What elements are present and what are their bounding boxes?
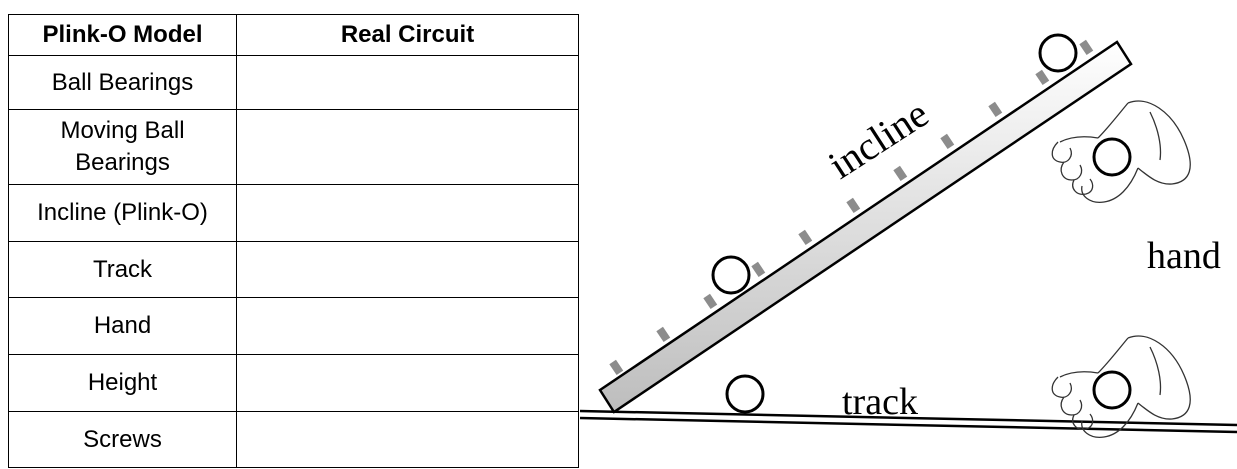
ball-on-incline-top — [1038, 33, 1078, 73]
track-label: track — [842, 381, 918, 423]
header-plink-o-model: Plink-O Model — [8, 14, 237, 56]
table-row: Height — [8, 354, 579, 412]
row-cell-moving-ball-bearings — [236, 109, 579, 185]
row-cell-ball-bearings — [236, 55, 579, 110]
row-cell-height — [236, 354, 579, 412]
row-label-screws: Screws — [8, 411, 237, 468]
row-label-moving-ball-bearings: Moving Ball Bearings — [8, 109, 237, 185]
ball-on-incline-low — [711, 255, 751, 295]
incline-label: incline — [820, 91, 936, 188]
ball-bearings — [711, 33, 1078, 414]
ball-in-hand-lower — [1092, 370, 1132, 410]
table-row: Screws — [8, 411, 579, 468]
row-label-height: Height — [8, 354, 237, 412]
row-cell-track — [236, 241, 579, 298]
hand-icon-upper — [1051, 100, 1191, 203]
incline-board — [598, 40, 1133, 414]
hand-icon-lower — [1051, 335, 1191, 438]
ball-on-track — [725, 374, 765, 414]
mapping-table: Plink-O Model Real Circuit Ball Bearings… — [8, 14, 579, 468]
row-label-track: Track — [8, 241, 237, 298]
row-cell-hand — [236, 297, 579, 355]
table-row: Ball Bearings — [8, 55, 579, 110]
plink-o-diagram: incline track hand — [579, 33, 1237, 438]
row-label-incline: Incline (Plink-O) — [8, 184, 237, 242]
table-row: Incline (Plink-O) — [8, 184, 579, 242]
row-cell-screws — [236, 411, 579, 468]
table-header-row: Plink-O Model Real Circuit — [8, 14, 579, 56]
row-label-ball-bearings: Ball Bearings — [8, 55, 237, 110]
table-row: Moving Ball Bearings — [8, 109, 579, 185]
hand-label: hand — [1147, 235, 1221, 277]
incline-screws — [609, 39, 1094, 376]
ball-in-hand-upper — [1092, 137, 1132, 177]
header-real-circuit: Real Circuit — [236, 14, 579, 56]
table-row: Track — [8, 241, 579, 298]
row-label-hand: Hand — [8, 297, 237, 355]
row-cell-incline — [236, 184, 579, 242]
table-row: Hand — [8, 297, 579, 355]
